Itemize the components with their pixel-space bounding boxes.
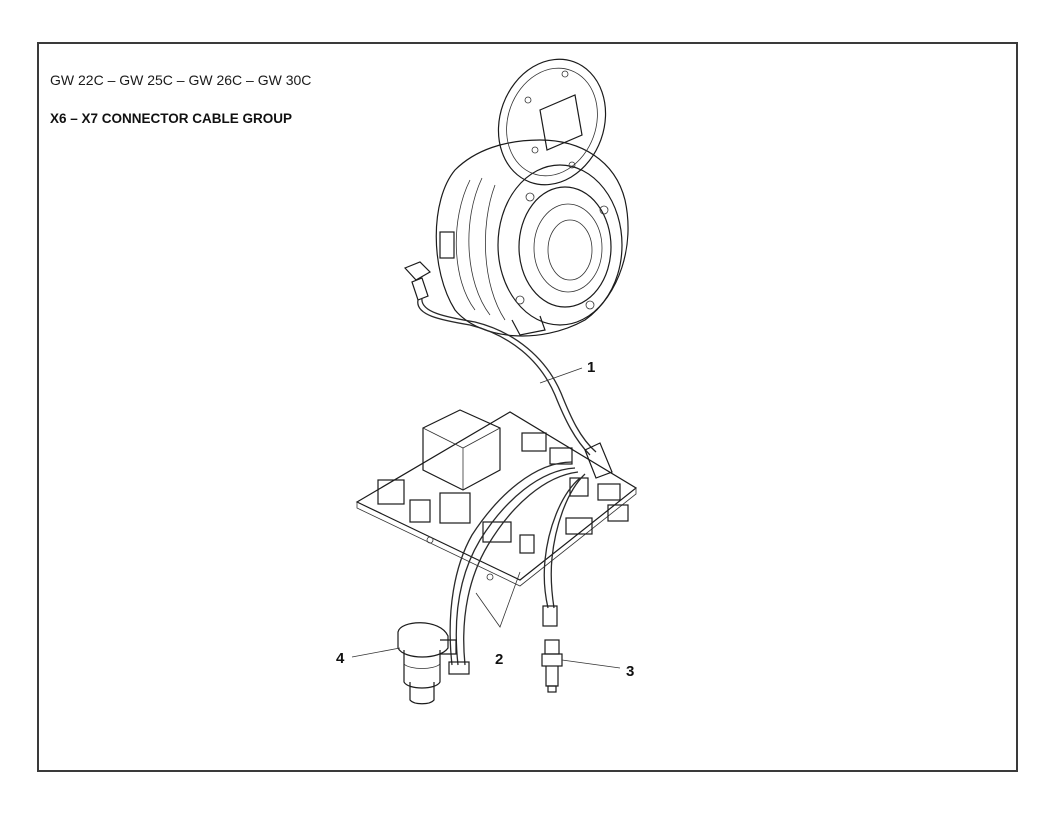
leader-line-1 — [539, 367, 583, 384]
callout-3: 3 — [626, 663, 634, 680]
cable-1 — [403, 261, 613, 479]
group-title: X6 – X7 CONNECTOR CABLE GROUP — [50, 111, 293, 126]
callout-4: 4 — [336, 650, 345, 667]
leader-line-2 — [475, 571, 521, 628]
model-list: GW 22C – GW 25C – GW 26C – GW 30C — [50, 72, 312, 88]
fan-assembly — [435, 58, 629, 337]
sensor-part-3 — [541, 639, 563, 693]
diagram-frame: GW 22C – GW 25C – GW 26C – GW 30C X6 – X… — [37, 42, 1018, 772]
leader-line-4 — [351, 647, 401, 658]
leader-line-3 — [561, 659, 621, 669]
callout-1: 1 — [587, 359, 595, 376]
control-board — [355, 409, 638, 587]
pressure-switch-part-4 — [397, 622, 457, 705]
callout-2: 2 — [495, 651, 503, 668]
cable-2 — [448, 461, 586, 675]
